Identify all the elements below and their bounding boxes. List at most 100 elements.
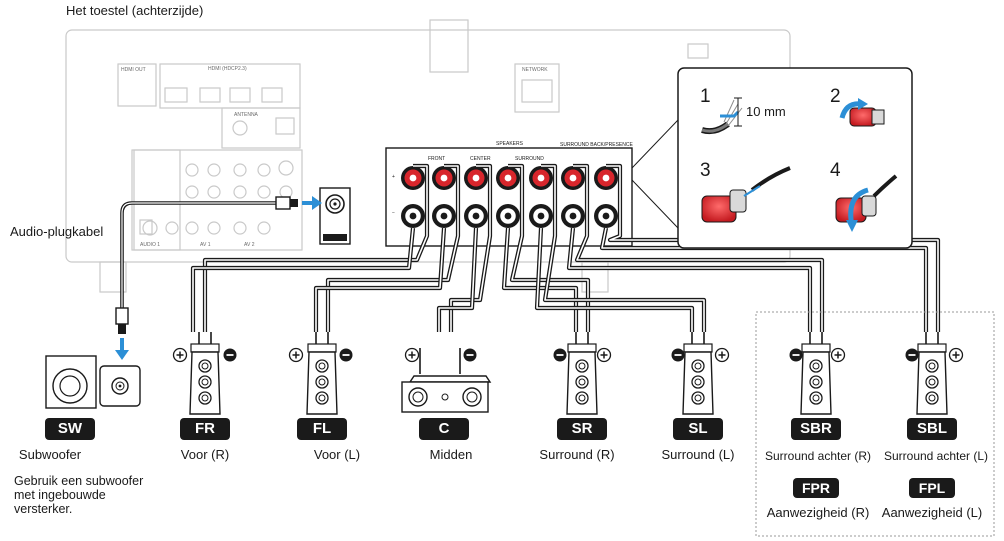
speaker-cap-3 [683,343,713,353]
speaker-driver-cone-3-0 [694,362,702,370]
receiver-title: Het toestel (achterzijde) [66,3,204,18]
speaker-driver-cone-2-0 [578,362,586,370]
terminal-plus-hole-1 [440,174,448,182]
speaker-driver-cone-4-1 [812,378,820,386]
label-surround-back-left: Surround achter (L) [883,449,989,463]
label-surround-left: Surround (L) [661,447,735,462]
svg-text:CENTER: CENTER [470,156,491,162]
speaker-driver-cone-4-0 [812,362,820,370]
terminal-minus-hole-5 [569,212,577,220]
terminal-minus-hole-4 [537,212,545,220]
speaker-cap-2 [567,343,597,353]
wire-plus-4-core [541,165,705,332]
speaker-leads-4 [809,332,823,344]
speaker-driver-cone-5-2 [928,394,936,402]
speaker-leads-1 [315,332,329,344]
terminal-plus-hole-3 [504,174,512,182]
center-speaker-icon [401,348,492,413]
speaker-driver-cone-1-0 [318,362,326,370]
terminal-plus-hole-2 [472,174,480,182]
svg-text:ANTENNA: ANTENNA [234,112,259,118]
speaker-driver-cone-0-2 [201,394,209,402]
badge-fpl: FPL [909,478,955,498]
insert-wire-icon [701,166,791,223]
receiver-rear-panel [65,19,791,293]
terminal-minus-hole-1 [440,212,448,220]
wire-plus-2-core [450,165,491,332]
label-front-left: Voor (L) [313,447,361,462]
step-4-number: 4 [830,160,841,181]
label-surround-right: Surround (R) [539,447,615,462]
label-center: Midden [429,447,473,462]
speaker-driver-cone-2-1 [578,378,586,386]
terminal-plus-hole-0 [409,174,417,182]
plus-icon-mark-0a [176,351,184,359]
label-presence-right: Aanwezigheid (R) [766,505,870,520]
terminal-plus-hole-4 [537,174,545,182]
wire-minus-4-core [536,227,693,332]
badge-sr: SR [557,418,607,440]
speaker-icons [189,332,948,415]
badge-sbr: SBR [791,418,841,440]
speaker-driver-cone-5-1 [928,378,936,386]
speaker-driver-cone-1-2 [318,394,326,402]
badge-fpr: FPR [793,478,839,498]
speaker-driver-cone-5-0 [928,362,936,370]
svg-text:+: + [392,174,395,180]
plus-icon-mark-5b [834,351,842,359]
svg-text:AUDIO 1: AUDIO 1 [140,242,160,248]
surround-back-frame [755,311,995,537]
speaker-driver-cone-1-1 [318,378,326,386]
plus-icon-mark-6b [952,351,960,359]
stripped-wire-icon [701,97,743,135]
plus-icon-mark-1a [292,351,300,359]
svg-text:FRONT: FRONT [428,156,445,162]
step-3-number: 3 [700,160,711,181]
wire-minus-1-core [315,227,445,332]
speaker-cap-5 [917,343,947,353]
svg-text:SURROUND BACK/PRESENCE: SURROUND BACK/PRESENCE [560,142,633,148]
speaker-cap-4 [801,343,831,353]
speaker-driver-cone-3-2 [694,394,702,402]
label-surround-back-right: Surround achter (R) [764,449,872,463]
wire-plus-3-core [508,165,589,332]
svg-text:HDMI OUT: HDMI OUT [121,67,146,73]
badge-fl: FL [297,418,347,440]
wire-plus-5-core [573,165,823,332]
wire-minus-2-core [438,227,477,332]
plus-icon-mark-2a [408,351,416,359]
speaker-driver-cone-3-1 [694,378,702,386]
wire-minus-0-core [192,227,414,332]
terminal-minus-hole-6 [602,212,610,220]
terminal-plus-hole-5 [569,174,577,182]
subwoofer-preout-jack [319,187,351,245]
label-subwoofer: Subwoofer [18,447,82,462]
speaker-driver-cone-0-0 [201,362,209,370]
wiring-instructions-inset [631,67,913,249]
unscrew-knob-icon [839,98,885,127]
subwoofer-note: Gebruik een subwoofer met ingebouwde ver… [14,474,144,516]
cable-label: Audio-plugkabel [10,224,104,239]
terminal-row [401,166,618,228]
step-1-number: 1 [700,86,711,107]
wire-minus-5-core [568,227,811,332]
badge-sl: SL [673,418,723,440]
badge-sbl: SBL [907,418,957,440]
speaker-leads-0 [198,332,212,344]
speaker-leads-3 [691,332,705,344]
speaker-driver-cone-4-2 [812,394,820,402]
speaker-leads-2 [575,332,589,344]
speaker-driver-cone-0-1 [201,378,209,386]
tighten-knob-icon [835,174,898,232]
speaker-cap-0 [190,343,220,353]
plus-icon-mark-4b [718,351,726,359]
badge-c: C [419,418,469,440]
terminal-plus-hole-6 [602,174,610,182]
svg-text:HDMI (HDCP2.3): HDMI (HDCP2.3) [208,66,247,72]
speaker-driver-cone-2-2 [578,394,586,402]
svg-text:NETWORK: NETWORK [522,67,548,73]
svg-text:AV 2: AV 2 [244,242,255,248]
strip-length-label: 10 mm [746,104,786,119]
